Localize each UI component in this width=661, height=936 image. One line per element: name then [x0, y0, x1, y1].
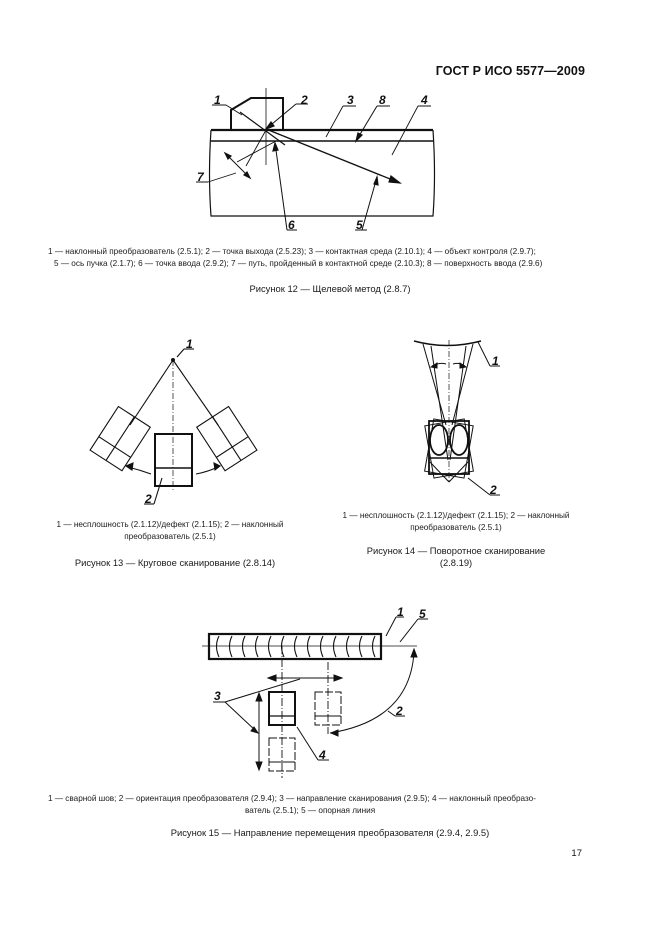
figure-14-legend: 1 — несплошность (2.1.12)/дефект (2.1.15…: [325, 510, 587, 534]
caption-line: (2.8.19): [439, 557, 473, 568]
callout-3: 3: [347, 93, 354, 107]
legend-line: ватель (2.5.1); 5 — опорная линия: [245, 806, 376, 815]
page-number: 17: [571, 848, 582, 859]
callout-2: 2: [300, 93, 308, 107]
figure-12-callouts: 1 2 3 8 4 7 6 5: [197, 93, 428, 232]
figure-14-diagram: 1 2: [413, 340, 500, 497]
document-standard-header: ГОСТ Р ИСО 5577—2009: [435, 64, 585, 78]
callout-2: 2: [395, 704, 403, 718]
figure-15-diagram: 1 5 3 2 4: [202, 605, 428, 778]
callout-2: 2: [144, 492, 152, 506]
callout-8: 8: [379, 93, 386, 107]
legend-line: 1 — несплошность (2.1.12)/дефект (2.1.15…: [342, 511, 570, 520]
callout-2: 2: [489, 483, 497, 497]
legend-line: преобразователь (2.5.1): [124, 532, 216, 541]
callout-1: 1: [397, 605, 404, 619]
callout-5: 5: [356, 218, 363, 232]
figure-12-legend: 1 — наклонный преобразователь (2.5.1); 2…: [48, 246, 588, 270]
legend-line: 1 — сварной шов; 2 — ориентация преобраз…: [48, 794, 536, 803]
legend-line: 1 — несплошность (2.1.12)/дефект (2.1.15…: [56, 520, 284, 529]
callout-1: 1: [186, 337, 193, 351]
caption-line: Рисунок 14 — Поворотное сканирование: [366, 545, 546, 556]
figure-14-caption: Рисунок 14 — Поворотное сканирование (2.…: [325, 545, 587, 569]
figure-13-legend: 1 — несплошность (2.1.12)/дефект (2.1.15…: [40, 519, 300, 543]
legend-line: 1 — наклонный преобразователь (2.5.1); 2…: [48, 247, 536, 256]
legend-line: 5 — ось пучка (2.1.7); 6 — точка ввода (…: [54, 259, 543, 268]
figure-13-diagram: 1 2: [89, 337, 258, 506]
callout-3: 3: [214, 689, 221, 703]
legend-line: преобразователь (2.5.1): [410, 523, 502, 532]
figure-13-caption: Рисунок 13 — Круговое сканирование (2.8.…: [74, 557, 276, 568]
figure-12-caption: Рисунок 12 — Щелевой метод (2.8.7): [249, 283, 411, 294]
callout-5: 5: [419, 607, 426, 621]
figure-15-legend: 1 — сварной шов; 2 — ориентация преобраз…: [48, 793, 588, 817]
callout-7: 7: [197, 170, 205, 184]
figure-12-diagram: 1 2 3 8 4 7 6 5: [196, 88, 436, 232]
callout-1: 1: [214, 93, 221, 107]
figure-15-caption: Рисунок 15 — Направление перемещения пре…: [170, 827, 490, 838]
callout-1: 1: [492, 354, 499, 368]
callout-4: 4: [318, 748, 326, 762]
callout-4: 4: [420, 93, 428, 107]
callout-6: 6: [288, 218, 295, 232]
